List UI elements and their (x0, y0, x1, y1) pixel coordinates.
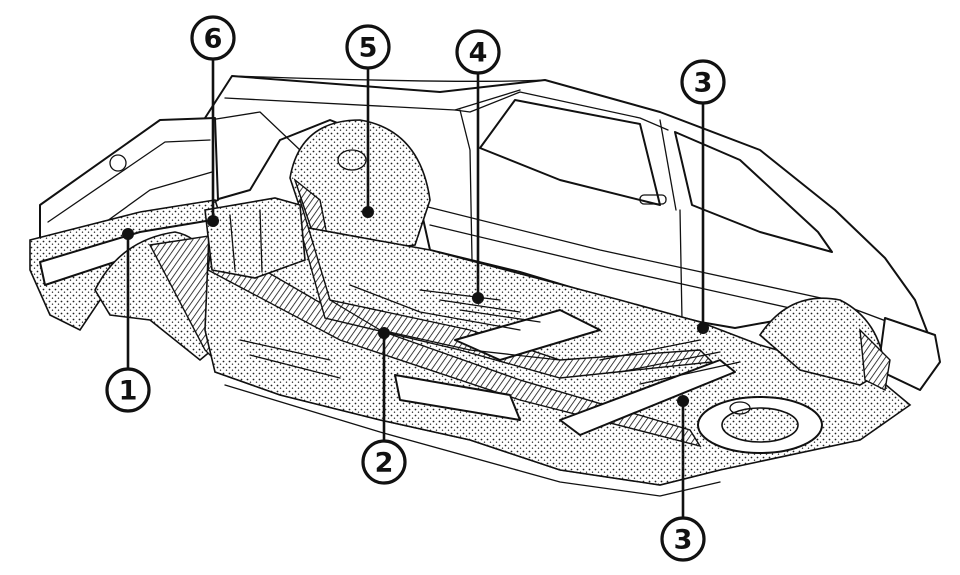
callout-3-upper-label: 3 (694, 68, 713, 99)
rear-side-window (674, 131, 833, 253)
callout-5: 5 (345, 24, 391, 218)
front-side-window (479, 99, 661, 206)
callout-6: 6 (190, 15, 236, 227)
car-body (204, 75, 941, 391)
callout-2: 2 (361, 327, 407, 485)
door-handle (639, 194, 667, 205)
callout-3-lower-label: 3 (674, 525, 693, 556)
callout-4-label: 4 (469, 38, 488, 69)
floor-pan (204, 198, 912, 497)
callout-1-label: 1 (119, 376, 138, 407)
callout-6-label: 6 (204, 24, 223, 55)
callout-3-upper: 3 (680, 59, 726, 334)
callout-2-label: 2 (375, 448, 394, 479)
callout-5-label: 5 (359, 33, 378, 64)
rear-panel (204, 197, 306, 279)
callout-4: 4 (455, 29, 501, 304)
callout-1: 1 (105, 228, 151, 413)
callout-3-lower: 3 (660, 395, 706, 562)
front-wheel-arch (758, 297, 891, 392)
